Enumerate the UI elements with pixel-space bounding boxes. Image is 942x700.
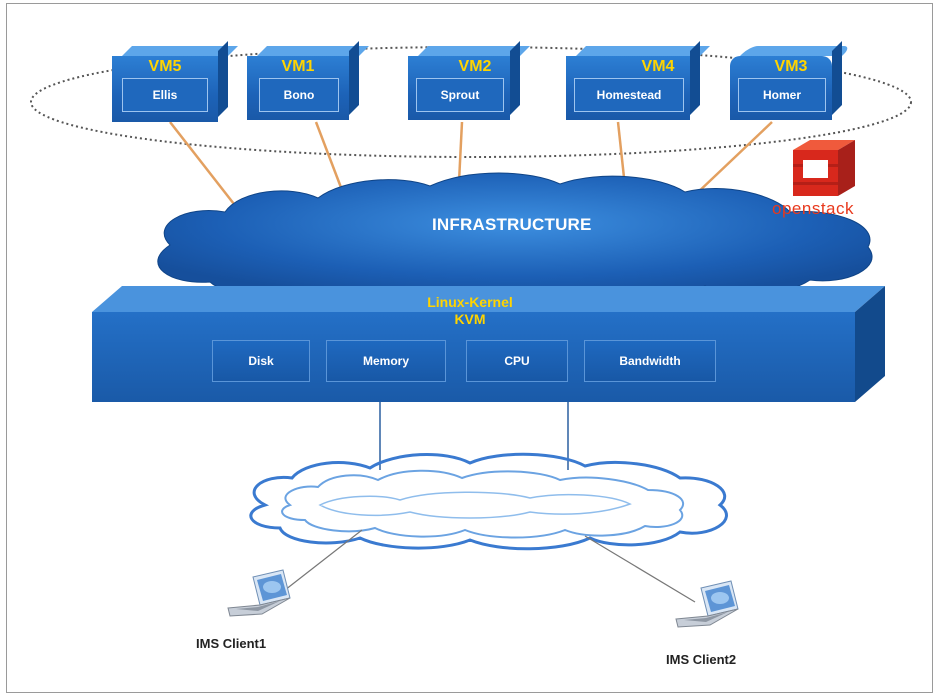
client2-label: IMS Client2 <box>666 652 737 667</box>
vm-id-label: VM1 <box>281 58 315 75</box>
vm-service-label: Homer <box>738 78 826 112</box>
hypervisor-slab-side <box>855 286 885 402</box>
vm-service-label: Ellis <box>122 78 208 112</box>
link-vm1 <box>314 121 347 199</box>
openstack-logo-icon <box>793 140 855 196</box>
client1-label: IMS Client1 <box>196 636 267 651</box>
hypervisor-kvm-label: KVM <box>454 311 486 327</box>
vm-id-label: VM2 <box>458 58 492 75</box>
vm-service-label: Sprout <box>416 78 504 112</box>
link-vm2 <box>457 121 464 183</box>
vm-id-label: VM3 <box>774 58 808 75</box>
vm-service-label: Bono <box>259 78 339 112</box>
hypervisor-os-label: Linux-Kernel <box>427 294 513 310</box>
resource-disk: Disk <box>212 340 310 382</box>
vm-box-vm1: VM1 Bono <box>247 41 369 120</box>
infrastructure-cloud <box>157 172 873 300</box>
client-links <box>284 529 696 603</box>
laptop-icon-client1 <box>227 569 291 617</box>
resource-bandwidth: Bandwidth <box>584 340 716 382</box>
link-vm3 <box>693 121 773 197</box>
vm-id-label: VM4 <box>641 58 675 75</box>
link-client1 <box>284 529 363 591</box>
network-cloud <box>249 452 728 551</box>
laptop-icon-client2 <box>675 580 739 628</box>
link-client2 <box>584 535 696 603</box>
vm-box-vm3: VM3 Homer <box>730 41 852 120</box>
vm-id-label: VM5 <box>148 58 182 75</box>
resource-cpu: CPU <box>466 340 568 382</box>
resource-memory: Memory <box>326 340 446 382</box>
vm-box-vm2: VM2 Sprout <box>408 41 530 120</box>
vm-service-label: Homestead <box>574 78 684 112</box>
openstack-wordmark: openstack <box>772 199 854 218</box>
vm-box-vm5: VM5 Ellis <box>112 41 238 122</box>
hypervisor-slab-top <box>92 286 885 312</box>
infrastructure-label: INFRASTRUCTURE <box>432 215 592 234</box>
vm-box-vm4: VM4 Homestead <box>566 41 710 120</box>
figure-frame <box>6 3 933 693</box>
